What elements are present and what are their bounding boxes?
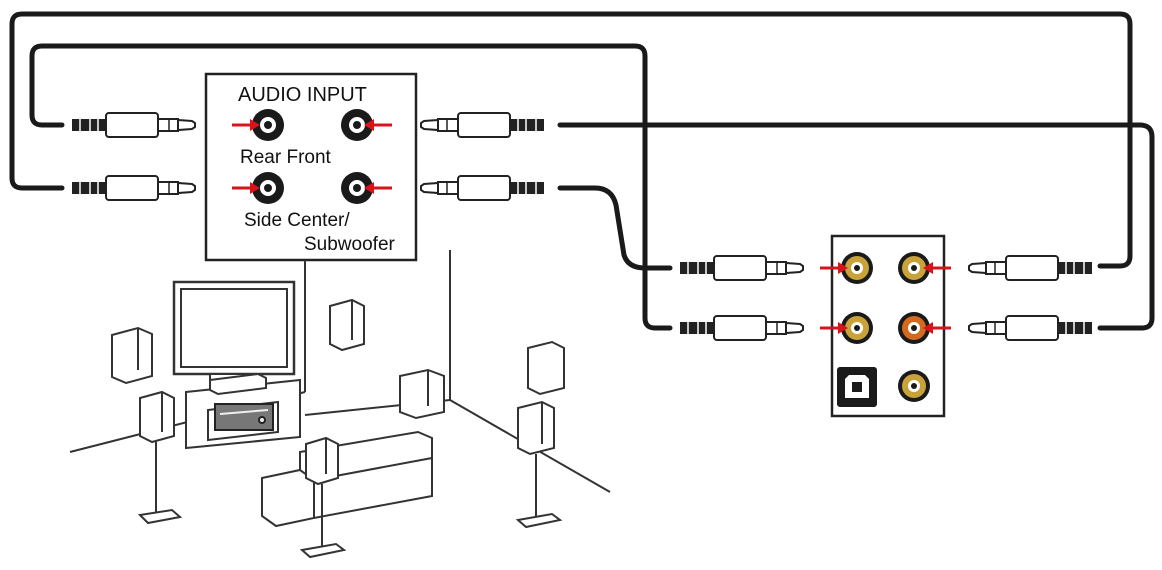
plug-front bbox=[421, 113, 544, 137]
subwoofer bbox=[399, 368, 445, 420]
cable-rear-loop bbox=[29, 43, 673, 331]
rca-jack-5 bbox=[898, 370, 930, 402]
optical-port bbox=[837, 367, 877, 407]
cable-center-sub bbox=[557, 185, 673, 271]
plug-center-sub bbox=[421, 176, 544, 200]
tv-illustration bbox=[172, 280, 296, 383]
cable-front bbox=[557, 122, 1155, 331]
speaker-front-left bbox=[111, 326, 153, 385]
cable-side-loop bbox=[9, 11, 1133, 269]
subwoofer-label: Subwoofer bbox=[304, 234, 395, 255]
audio-input-panel bbox=[204, 72, 418, 262]
speaker-side-right bbox=[515, 340, 565, 529]
rca-panel bbox=[830, 234, 946, 418]
tv-stand bbox=[185, 378, 301, 450]
speaker-center bbox=[209, 372, 267, 396]
audio-cables bbox=[9, 11, 1155, 331]
plug-rca-4 bbox=[969, 316, 1092, 340]
speaker-rear bbox=[299, 436, 347, 559]
audio-input-title: AUDIO INPUT bbox=[238, 84, 367, 106]
rear-front-label: Rear Front bbox=[240, 147, 331, 168]
side-center-label: Side Center/ bbox=[244, 210, 350, 231]
speaker-front-right bbox=[329, 298, 365, 352]
plug-rca-3 bbox=[679, 315, 804, 341]
plug-rca-2 bbox=[969, 256, 1092, 280]
speaker-side-left bbox=[137, 390, 183, 525]
plug-side bbox=[71, 175, 196, 201]
home-theater-room bbox=[69, 250, 611, 559]
plug-rear bbox=[71, 112, 196, 138]
sofa bbox=[261, 430, 433, 528]
plug-rca-1 bbox=[679, 255, 804, 281]
